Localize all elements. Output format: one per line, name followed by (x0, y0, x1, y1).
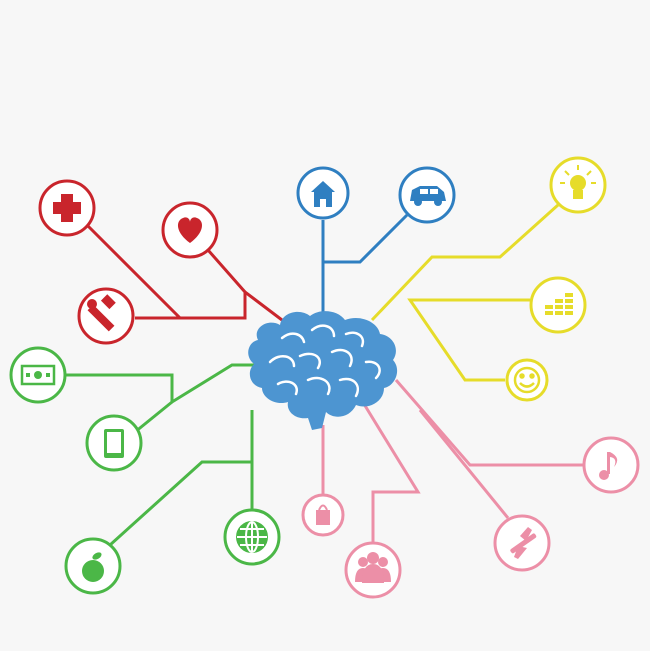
red-connector-line (180, 288, 283, 322)
apple-icon (82, 552, 104, 582)
light-bulb-icon (560, 165, 596, 199)
shopping-bag-icon (316, 504, 330, 525)
green-connector-line (66, 363, 258, 405)
smiley-icon (513, 366, 541, 394)
red-connector-line (206, 249, 247, 293)
heart-icon (177, 217, 203, 243)
home-icon (311, 181, 335, 207)
music-note-node (582, 436, 640, 494)
pink-connector-line (394, 379, 585, 467)
pink-connector-line (418, 409, 510, 519)
pink-connector-line (362, 403, 421, 545)
car-icon (410, 186, 446, 206)
music-note-icon (599, 452, 618, 480)
airplane-icon (510, 527, 537, 559)
green-connector-line (134, 400, 173, 434)
pink-branch (301, 379, 640, 599)
green-connector-line (108, 460, 252, 547)
globe-icon (236, 521, 268, 553)
yellow-connector-line (370, 203, 560, 322)
money-bill-icon (20, 364, 56, 386)
coin-stack-icon (545, 293, 573, 315)
smiley-node (505, 358, 549, 402)
brain-icon (248, 311, 398, 430)
people-group-icon (355, 552, 391, 583)
blue-connector-line (323, 213, 409, 264)
smartphone-icon (104, 429, 124, 458)
medical-cross-icon (53, 194, 81, 222)
yellow-connector-line (407, 298, 530, 382)
wrench-icon (87, 294, 116, 332)
